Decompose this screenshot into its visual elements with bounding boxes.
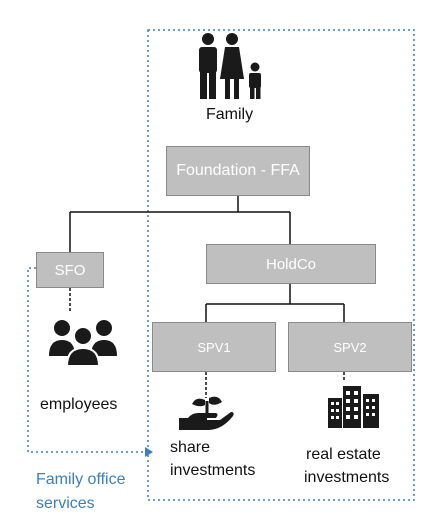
share-investments-line-1: share bbox=[170, 439, 211, 456]
spv1-node: SPV1 bbox=[152, 322, 276, 372]
employees-label: employees bbox=[40, 396, 118, 413]
spv2-node: SPV2 bbox=[288, 322, 412, 372]
family-icon bbox=[199, 33, 261, 99]
real-estate-investments-line-2: investments bbox=[304, 469, 390, 486]
share-investments-line-2: investments bbox=[170, 462, 256, 479]
sfo-node: SFO bbox=[36, 252, 104, 288]
family-office-services-line-1: Family office bbox=[36, 471, 126, 488]
hand-plant-icon bbox=[179, 396, 234, 430]
holdco-node: HoldCo bbox=[206, 244, 376, 284]
real-estate-investments-line-1: real estate bbox=[306, 446, 381, 463]
family-office-services-line-2: services bbox=[36, 495, 95, 512]
foundation-node: Foundation - FFA bbox=[166, 146, 310, 196]
family-office-services-connector bbox=[27, 267, 144, 453]
family-structure-frame bbox=[147, 29, 415, 501]
family-label: Family bbox=[206, 106, 254, 123]
arrowhead-icon bbox=[145, 447, 153, 457]
buildings-icon bbox=[328, 386, 379, 428]
employees-icon bbox=[49, 320, 117, 367]
